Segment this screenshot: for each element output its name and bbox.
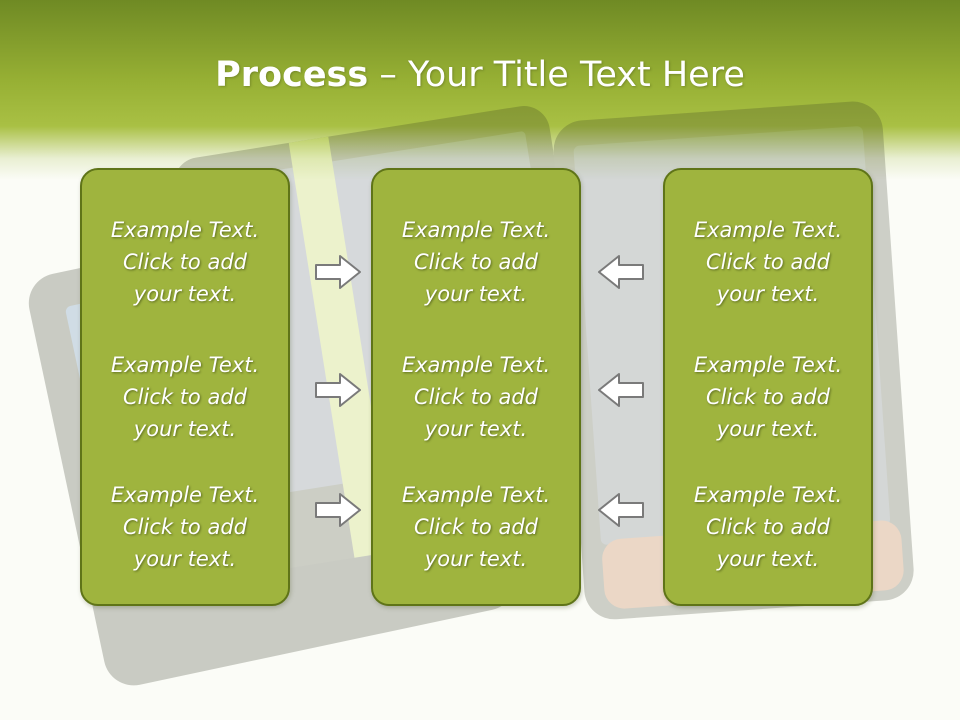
right-arrow-icon bbox=[315, 255, 361, 289]
panel-text[interactable]: Example Text. Click to add your text. bbox=[401, 483, 551, 571]
panel-text[interactable]: Example Text. Click to add your text. bbox=[110, 218, 260, 306]
slide-title[interactable]: Process – Your Title Text Here bbox=[0, 52, 960, 98]
right-arrow-icon bbox=[315, 493, 361, 527]
right-arrow-icon bbox=[315, 373, 361, 407]
left-arrow-icon bbox=[598, 493, 644, 527]
process-panel-right[interactable]: Example Text. Click to add your text. Ex… bbox=[663, 168, 873, 606]
panel-text[interactable]: Example Text. Click to add your text. bbox=[401, 218, 551, 306]
panel-text[interactable]: Example Text. Click to add your text. bbox=[110, 483, 260, 571]
left-arrow-icon bbox=[598, 255, 644, 289]
left-arrow-icon bbox=[598, 373, 644, 407]
process-panel-left[interactable]: Example Text. Click to add your text. Ex… bbox=[80, 168, 290, 606]
title-rest: – Your Title Text Here bbox=[368, 55, 745, 95]
panel-text[interactable]: Example Text. Click to add your text. bbox=[110, 353, 260, 441]
panel-text[interactable]: Example Text. Click to add your text. bbox=[693, 218, 843, 306]
panel-text[interactable]: Example Text. Click to add your text. bbox=[693, 483, 843, 571]
title-bold: Process bbox=[215, 55, 369, 95]
panel-text[interactable]: Example Text. Click to add your text. bbox=[401, 353, 551, 441]
panel-text[interactable]: Example Text. Click to add your text. bbox=[693, 353, 843, 441]
process-panel-middle[interactable]: Example Text. Click to add your text. Ex… bbox=[371, 168, 581, 606]
header-band bbox=[0, 0, 960, 180]
